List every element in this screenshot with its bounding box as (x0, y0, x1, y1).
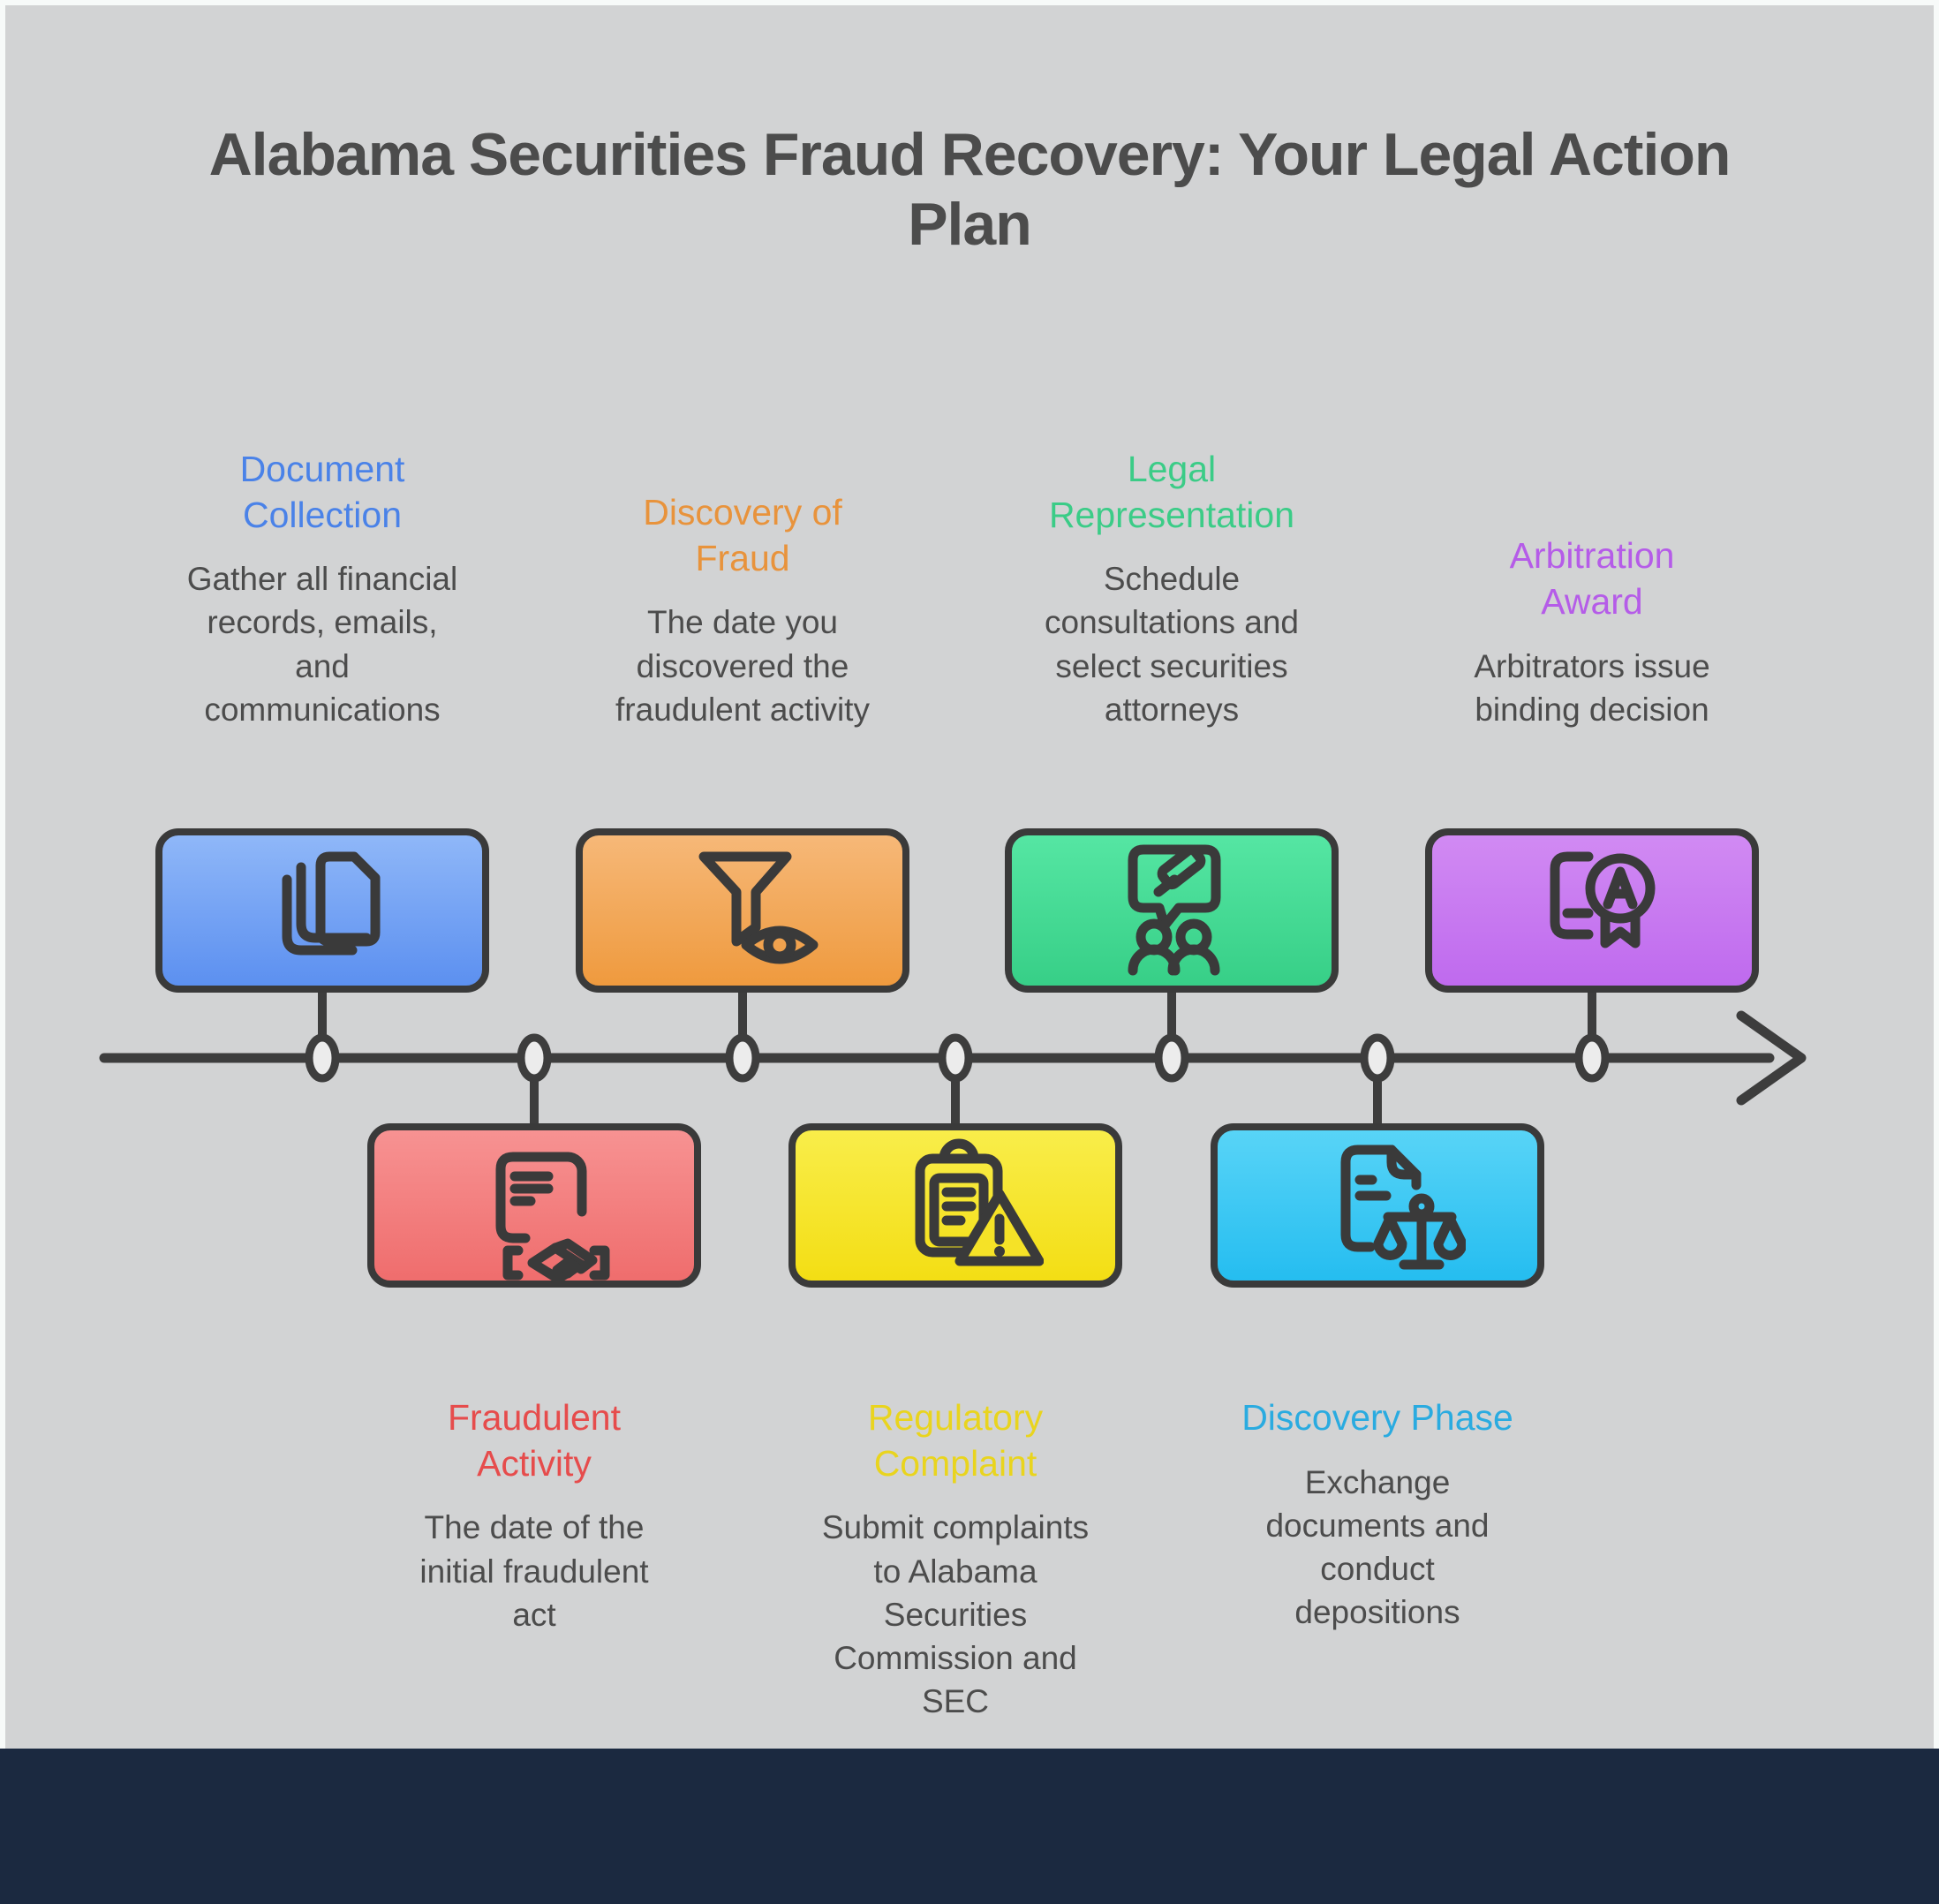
connector-line (1373, 1058, 1382, 1129)
connector-line (318, 991, 327, 1062)
step-description: Submit complaints to Alabama Securities … (821, 1509, 1090, 1720)
footer-bar (0, 1749, 1939, 1904)
document-award-icon (1550, 851, 1656, 948)
timeline-node (517, 1033, 552, 1083)
step-heading: Document Collection (239, 448, 405, 535)
step-box-arbitration-award (1425, 828, 1759, 993)
step-heading: Discovery of Fraud (643, 492, 842, 578)
timeline-node (1360, 1033, 1395, 1083)
step-label-arbitration-award: Arbitration Award Arbitrators issue bind… (1389, 399, 1795, 731)
timeline-node (938, 1033, 973, 1083)
step-label-document-collection: Document Collection Gather all financial… (119, 399, 525, 731)
step-heading: Fraudulent Activity (447, 1397, 621, 1484)
connector-line (1167, 991, 1176, 1062)
step-box-legal-representation (1005, 828, 1339, 993)
connector-line (1588, 991, 1596, 1062)
step-heading: Arbitration Award (1509, 535, 1675, 622)
step-label-fraudulent-activity: Fraudulent Activity The date of the init… (331, 1395, 737, 1749)
step-box-discovery-of-fraud (576, 828, 909, 993)
timeline-node (725, 1033, 760, 1083)
step-description: Arbitrators issue binding decision (1474, 647, 1710, 728)
connector-line (738, 991, 747, 1062)
step-label-discovery-phase: Discovery Phase Exchange documents and c… (1174, 1395, 1581, 1749)
step-box-regulatory-complaint (788, 1123, 1122, 1288)
clipboard-warning-icon (915, 1138, 1044, 1266)
step-description: The date you discovered the fraudulent a… (615, 604, 870, 728)
step-box-document-collection (155, 828, 489, 993)
page-title: Alabama Securities Fraud Recovery: Your … (208, 121, 1732, 258)
consultation-gavel-icon (1128, 844, 1221, 976)
step-label-discovery-of-fraud: Discovery of Fraud The date you discover… (539, 399, 946, 731)
timeline-node (305, 1033, 340, 1083)
contract-handshake-icon (495, 1152, 610, 1281)
timeline-arrowhead-icon (1736, 1010, 1807, 1106)
step-label-regulatory-complaint: Regulatory Complaint Submit complaints t… (752, 1395, 1158, 1749)
timeline (99, 1010, 1807, 1106)
document-scales-icon (1340, 1145, 1466, 1270)
step-description: Gather all financial records, emails, an… (186, 561, 458, 728)
step-box-discovery-phase (1211, 1123, 1544, 1288)
step-description: The date of the initial fraudulent act (419, 1509, 649, 1633)
step-heading: Legal Representation (1048, 448, 1295, 535)
step-description: Exchange documents and conduct depositio… (1265, 1463, 1490, 1631)
step-label-legal-representation: Legal Representation Schedule consultati… (969, 399, 1375, 731)
connector-line (530, 1058, 539, 1129)
step-heading: Regulatory Complaint (867, 1397, 1044, 1484)
funnel-eye-icon (698, 851, 819, 964)
timeline-node (1574, 1033, 1610, 1083)
documents-stack-icon (282, 851, 381, 956)
timeline-node (1154, 1033, 1189, 1083)
step-heading: Discovery Phase (1241, 1397, 1513, 1438)
step-box-fraudulent-activity (367, 1123, 701, 1288)
connector-line (951, 1058, 960, 1129)
step-description: Schedule consultations and select securi… (1045, 561, 1299, 728)
